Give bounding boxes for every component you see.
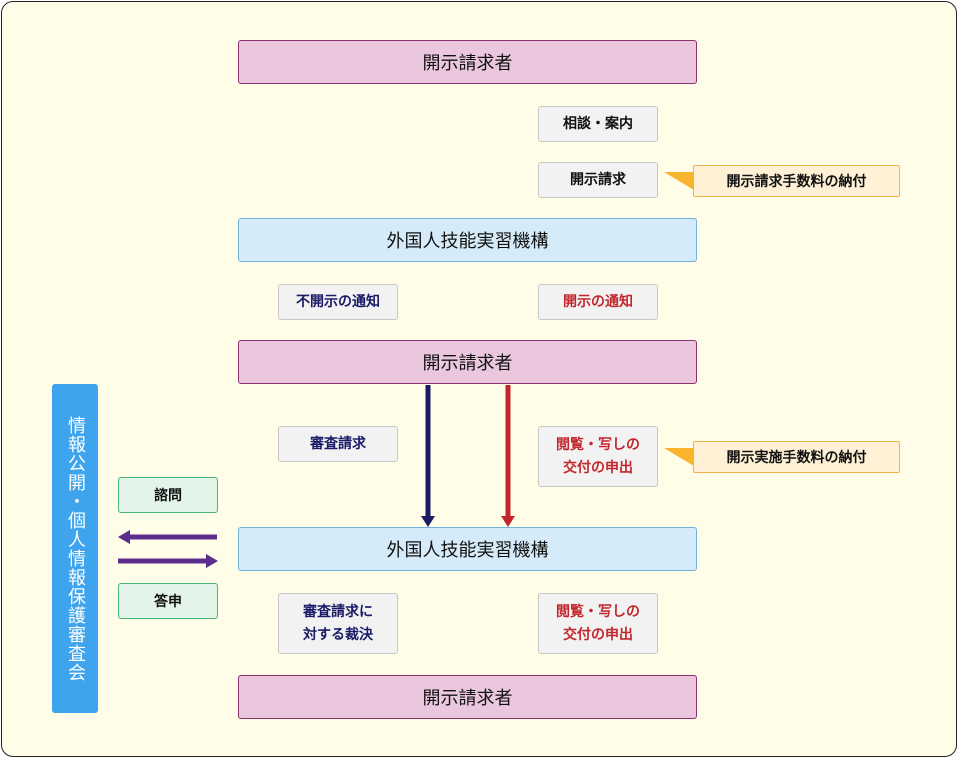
viewing-request-line-1: 閲覧・写しの bbox=[556, 437, 640, 454]
viewing-request-line-1: 閲覧・写しの bbox=[556, 604, 640, 621]
viewing-request-line-2: 交付の申出 bbox=[563, 626, 633, 643]
review-request-box: 審査請求 bbox=[278, 426, 398, 462]
requester-label: 開示請求者 bbox=[422, 688, 513, 709]
nondisclosure-notice-label: 不開示の通知 bbox=[296, 293, 380, 310]
requester-label: 開示請求者 bbox=[422, 53, 513, 74]
requester-box-top: 開示請求者 bbox=[238, 40, 697, 84]
nondisclosure-notice-box: 不開示の通知 bbox=[278, 284, 398, 320]
inquiry-box: 諮問 bbox=[118, 477, 218, 513]
requester-box-middle: 開示請求者 bbox=[238, 340, 697, 384]
report-box: 答申 bbox=[118, 583, 218, 619]
organization-box-2: 外国人技能実習機構 bbox=[238, 527, 697, 571]
disclosure-notice-label: 開示の通知 bbox=[563, 293, 633, 310]
request-fee-label: 開示請求手数料の納付 bbox=[726, 174, 867, 190]
consultation-box: 相談・案内 bbox=[538, 106, 658, 142]
report-label: 答申 bbox=[154, 594, 182, 610]
inquiry-label: 諮問 bbox=[154, 488, 182, 504]
viewing-request-line-2: 交付の申出 bbox=[563, 459, 633, 476]
viewing-request-box-1: 閲覧・写しの 交付の申出 bbox=[538, 426, 658, 487]
implementation-fee-note: 開示実施手数料の納付 bbox=[693, 441, 900, 473]
consultation-label: 相談・案内 bbox=[563, 115, 633, 132]
request-fee-note: 開示請求手数料の納付 bbox=[693, 165, 900, 197]
review-council-box: 情報公開・個人情報保護審査会 bbox=[52, 384, 98, 713]
council-label: 情報公開・個人情報保護審査会 bbox=[65, 415, 86, 682]
ruling-line-1: 審査請求に bbox=[303, 604, 373, 621]
organization-box-1: 外国人技能実習機構 bbox=[238, 218, 697, 262]
disclosure-request-box: 開示請求 bbox=[538, 162, 658, 198]
organization-label: 外国人技能実習機構 bbox=[386, 540, 549, 561]
organization-label: 外国人技能実習機構 bbox=[386, 231, 549, 252]
requester-label: 開示請求者 bbox=[422, 353, 513, 374]
review-request-label: 審査請求 bbox=[310, 435, 366, 452]
disclosure-request-label: 開示請求 bbox=[570, 171, 626, 188]
requester-box-bottom: 開示請求者 bbox=[238, 675, 697, 719]
ruling-box: 審査請求に 対する裁決 bbox=[278, 593, 398, 654]
ruling-line-2: 対する裁決 bbox=[303, 626, 373, 643]
viewing-request-box-2: 閲覧・写しの 交付の申出 bbox=[538, 593, 658, 654]
disclosure-notice-box: 開示の通知 bbox=[538, 284, 658, 320]
implementation-fee-label: 開示実施手数料の納付 bbox=[726, 450, 867, 466]
